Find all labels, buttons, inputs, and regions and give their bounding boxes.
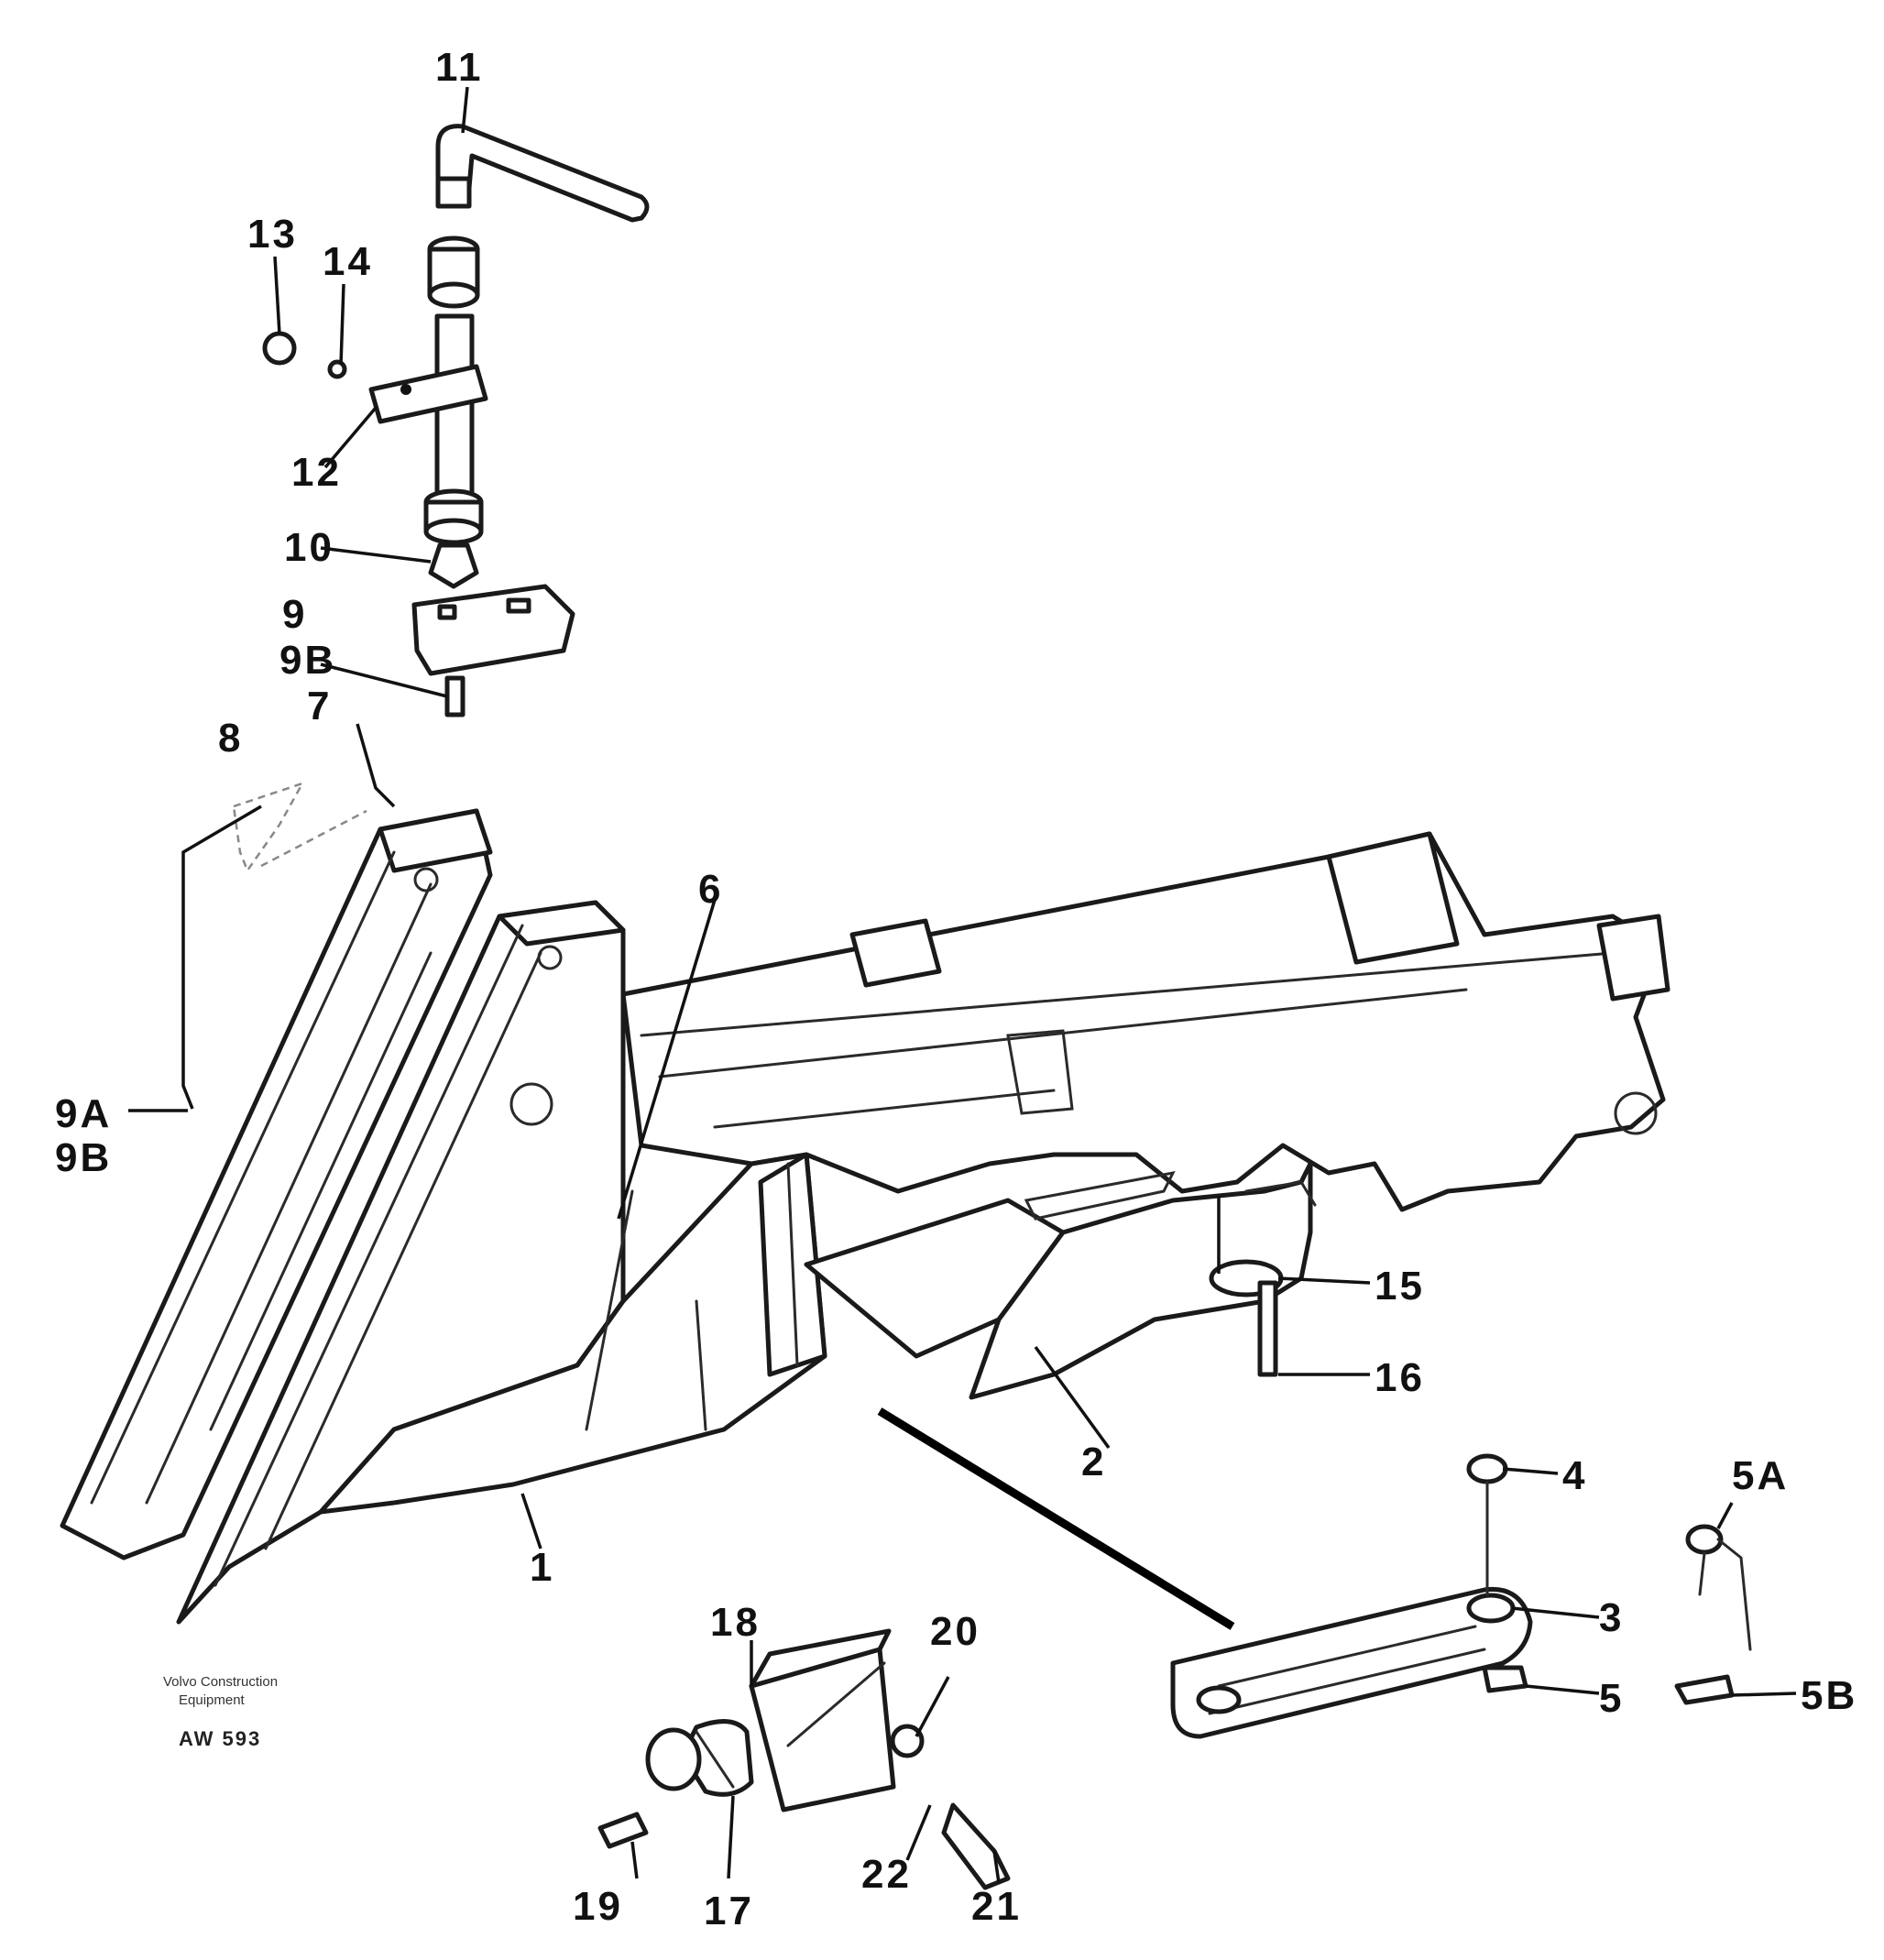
callout-7: 7 [307,684,332,728]
steering-column [262,124,650,717]
callout-9b-left: 9B [55,1135,112,1180]
callout-10: 10 [284,525,334,570]
drawing-id: AW 593 [179,1727,261,1750]
stamp-line-1: Volvo Construction [163,1674,278,1690]
callout-8: 8 [218,716,243,761]
callout-19: 19 [573,1884,623,1929]
stamp-line-2: Equipment [179,1692,246,1708]
callout-labels: 11 13 14 12 10 9 9B 7 8 6 9A 9B 15 16 2 … [55,45,1857,1933]
leader-lines [128,86,1797,1884]
callout-9: 9 [282,592,307,637]
callout-5b: 5B [1801,1673,1857,1718]
callout-13: 13 [247,212,298,257]
callout-1: 1 [530,1545,554,1590]
cover-edge [260,809,367,868]
pin-assembly [1674,1524,1752,1705]
callout-16: 16 [1375,1355,1425,1400]
callout-5a: 5A [1732,1453,1789,1498]
cover-plate-8 [232,781,305,873]
callout-20: 20 [930,1609,980,1654]
front-frame [60,808,827,1625]
callout-4: 4 [1562,1453,1587,1498]
callout-17: 17 [704,1889,754,1933]
callout-14: 14 [323,239,373,284]
drawing-stamp: Volvo Construction Equipment AW 593 [163,1674,278,1750]
callout-15: 15 [1375,1264,1425,1308]
callout-9b-top: 9B [279,638,336,683]
callout-3: 3 [1599,1595,1624,1640]
callout-22: 22 [861,1852,912,1897]
link-arm [1170,1453,1533,1739]
callout-21: 21 [971,1884,1022,1929]
callout-11: 11 [435,45,484,90]
callout-5: 5 [1599,1676,1624,1721]
callout-9a: 9A [55,1091,112,1136]
bolt-16 [1257,1280,1278,1377]
callout-2: 2 [1081,1440,1106,1484]
callout-18: 18 [710,1600,761,1645]
callout-6: 6 [698,867,723,912]
pedal-bracket [597,1628,1011,1890]
callout-12: 12 [291,450,342,495]
